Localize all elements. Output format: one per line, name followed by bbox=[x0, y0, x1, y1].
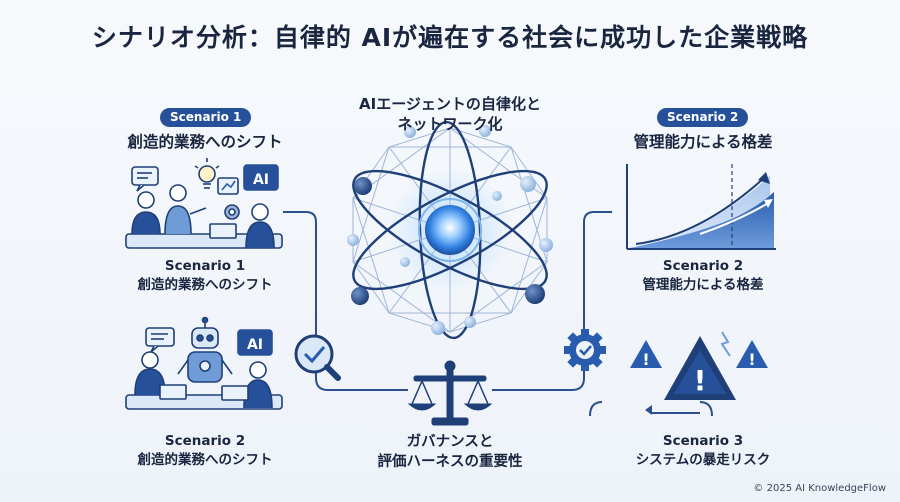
scenario-2-left-caption: Scenario 2 創造的業務へのシフト bbox=[100, 432, 310, 470]
scenario-1-heading: 創造的業務へのシフト bbox=[127, 133, 283, 151]
scenario-3-caption: Scenario 3 システムの暴走リスク bbox=[598, 432, 808, 470]
lightbulb-icon bbox=[194, 158, 220, 189]
center-top-line-1: AIエージェントの自律化と bbox=[359, 95, 541, 113]
robot-icon bbox=[177, 316, 233, 383]
svg-text:!: ! bbox=[694, 364, 707, 397]
scenario-3-caption-code: Scenario 3 bbox=[662, 433, 744, 449]
center-bottom-line-1: ガバナンスと bbox=[406, 434, 494, 450]
magnifier-check-icon bbox=[294, 334, 341, 381]
center-bottom-label: ガバナンスと 評価ハーネスの重要性 bbox=[340, 432, 560, 472]
center-top-label: AIエージェントの自律化と ネットワーク化 bbox=[350, 94, 550, 134]
gear-check-icon bbox=[564, 329, 606, 371]
svg-text:!: ! bbox=[642, 350, 649, 369]
center-bottom-line-2: 評価ハーネスの重要性 bbox=[377, 454, 523, 470]
scenario-1-caption-code: Scenario 1 bbox=[164, 258, 246, 274]
balance-scale-icon bbox=[407, 360, 493, 426]
scenario-2-caption-code: Scenario 2 bbox=[662, 258, 744, 274]
atom-network-icon bbox=[347, 120, 553, 340]
creative-team-illustration: AI bbox=[125, 158, 283, 249]
scenario-2-caption-text: 管理能力による格差 bbox=[642, 277, 764, 293]
scenario-1-pill: Scenario 1 bbox=[160, 108, 252, 127]
screen-ai-label-2: AI bbox=[247, 337, 263, 353]
copyright: © 2025 AI KnowledgeFlow bbox=[753, 483, 886, 494]
scenario-2-pill: Scenario 2 bbox=[657, 108, 749, 127]
gap-growth-chart bbox=[626, 164, 776, 250]
scenario-2-left-caption-text: 創造的業務へのシフト bbox=[137, 452, 273, 468]
robot-collaboration-illustration: AI bbox=[125, 316, 283, 410]
scenario-3-caption-text: システムの暴走リスク bbox=[635, 452, 771, 468]
connector-lines bbox=[283, 211, 612, 391]
center-top-line-2: ネットワーク化 bbox=[397, 115, 503, 133]
scenario-2-caption: Scenario 2 管理能力による格差 bbox=[598, 257, 808, 295]
svg-text:!: ! bbox=[748, 350, 755, 369]
scenario-2-heading: 管理能力による格差 bbox=[633, 133, 773, 151]
warning-icon: ! ! ! bbox=[589, 331, 768, 417]
page-title: シナリオ分析：自律的 AIが遍在する社会に成功した企業戦略 bbox=[91, 23, 809, 52]
gear-small-icon bbox=[224, 204, 240, 220]
scenario-1-caption: Scenario 1 創造的業務へのシフト bbox=[100, 257, 310, 295]
screen-ai-label: AI bbox=[253, 172, 269, 188]
scenario-1-caption-text: 創造的業務へのシフト bbox=[137, 277, 273, 293]
scenario-2-left-caption-code: Scenario 2 bbox=[164, 433, 246, 449]
